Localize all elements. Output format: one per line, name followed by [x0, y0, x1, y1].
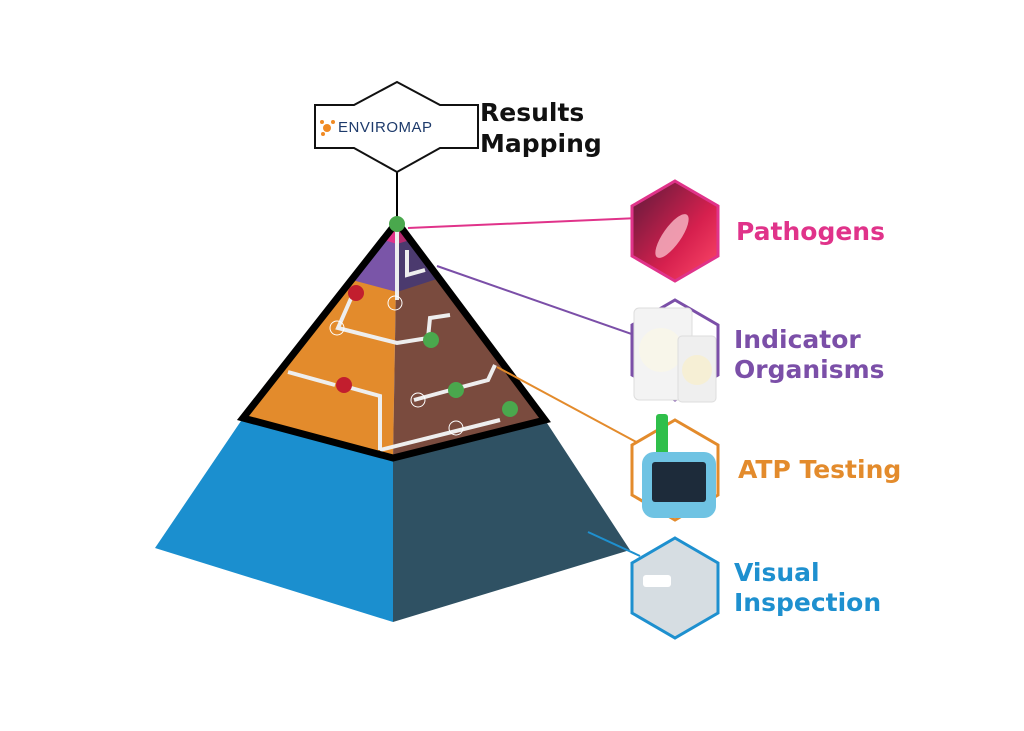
- atp-hexagon: [630, 414, 720, 522]
- cleaning-cloth-icon: [643, 575, 671, 587]
- green-dot: [423, 332, 439, 348]
- green-dot: [502, 401, 518, 417]
- connector-indicator: [436, 265, 641, 338]
- results-mapping-title: Results Mapping: [480, 98, 602, 158]
- pyramid-base-left-face: [155, 418, 393, 622]
- status-dots: [336, 216, 518, 417]
- connector-visual: [587, 531, 641, 557]
- circuit-traces: [287, 226, 501, 452]
- pyramid-base-right-face: [393, 420, 630, 622]
- enviromap-logo-icon: [320, 120, 335, 136]
- tier-label-atp-testing: ATP Testing: [738, 455, 902, 484]
- bacteria-icon: [655, 214, 689, 258]
- red-dot: [348, 285, 364, 301]
- visual-hexagon: [630, 536, 720, 640]
- tier-label-visual-inspection: Visual Inspection: [734, 558, 882, 617]
- connector-atp: [496, 366, 641, 445]
- connector-pathogens: [407, 217, 641, 229]
- red-dot: [336, 377, 352, 393]
- enviromap-logo-text: ENVIROMAP: [338, 119, 433, 136]
- green-dot: [448, 382, 464, 398]
- indicator-hexagon: [630, 298, 720, 403]
- green-dot: [389, 216, 405, 232]
- pathogens-hexagon: [630, 179, 720, 283]
- trace-rings: [329, 295, 464, 436]
- top-section-outline: [236, 216, 551, 462]
- enviromap-hexagon: [314, 80, 479, 174]
- atp-swab-icon: [656, 414, 668, 458]
- tier-label-pathogens: Pathogens: [736, 217, 885, 246]
- brown-right-face: [393, 222, 545, 458]
- tier-label-indicator-organisms: Indicator Organisms: [734, 325, 885, 384]
